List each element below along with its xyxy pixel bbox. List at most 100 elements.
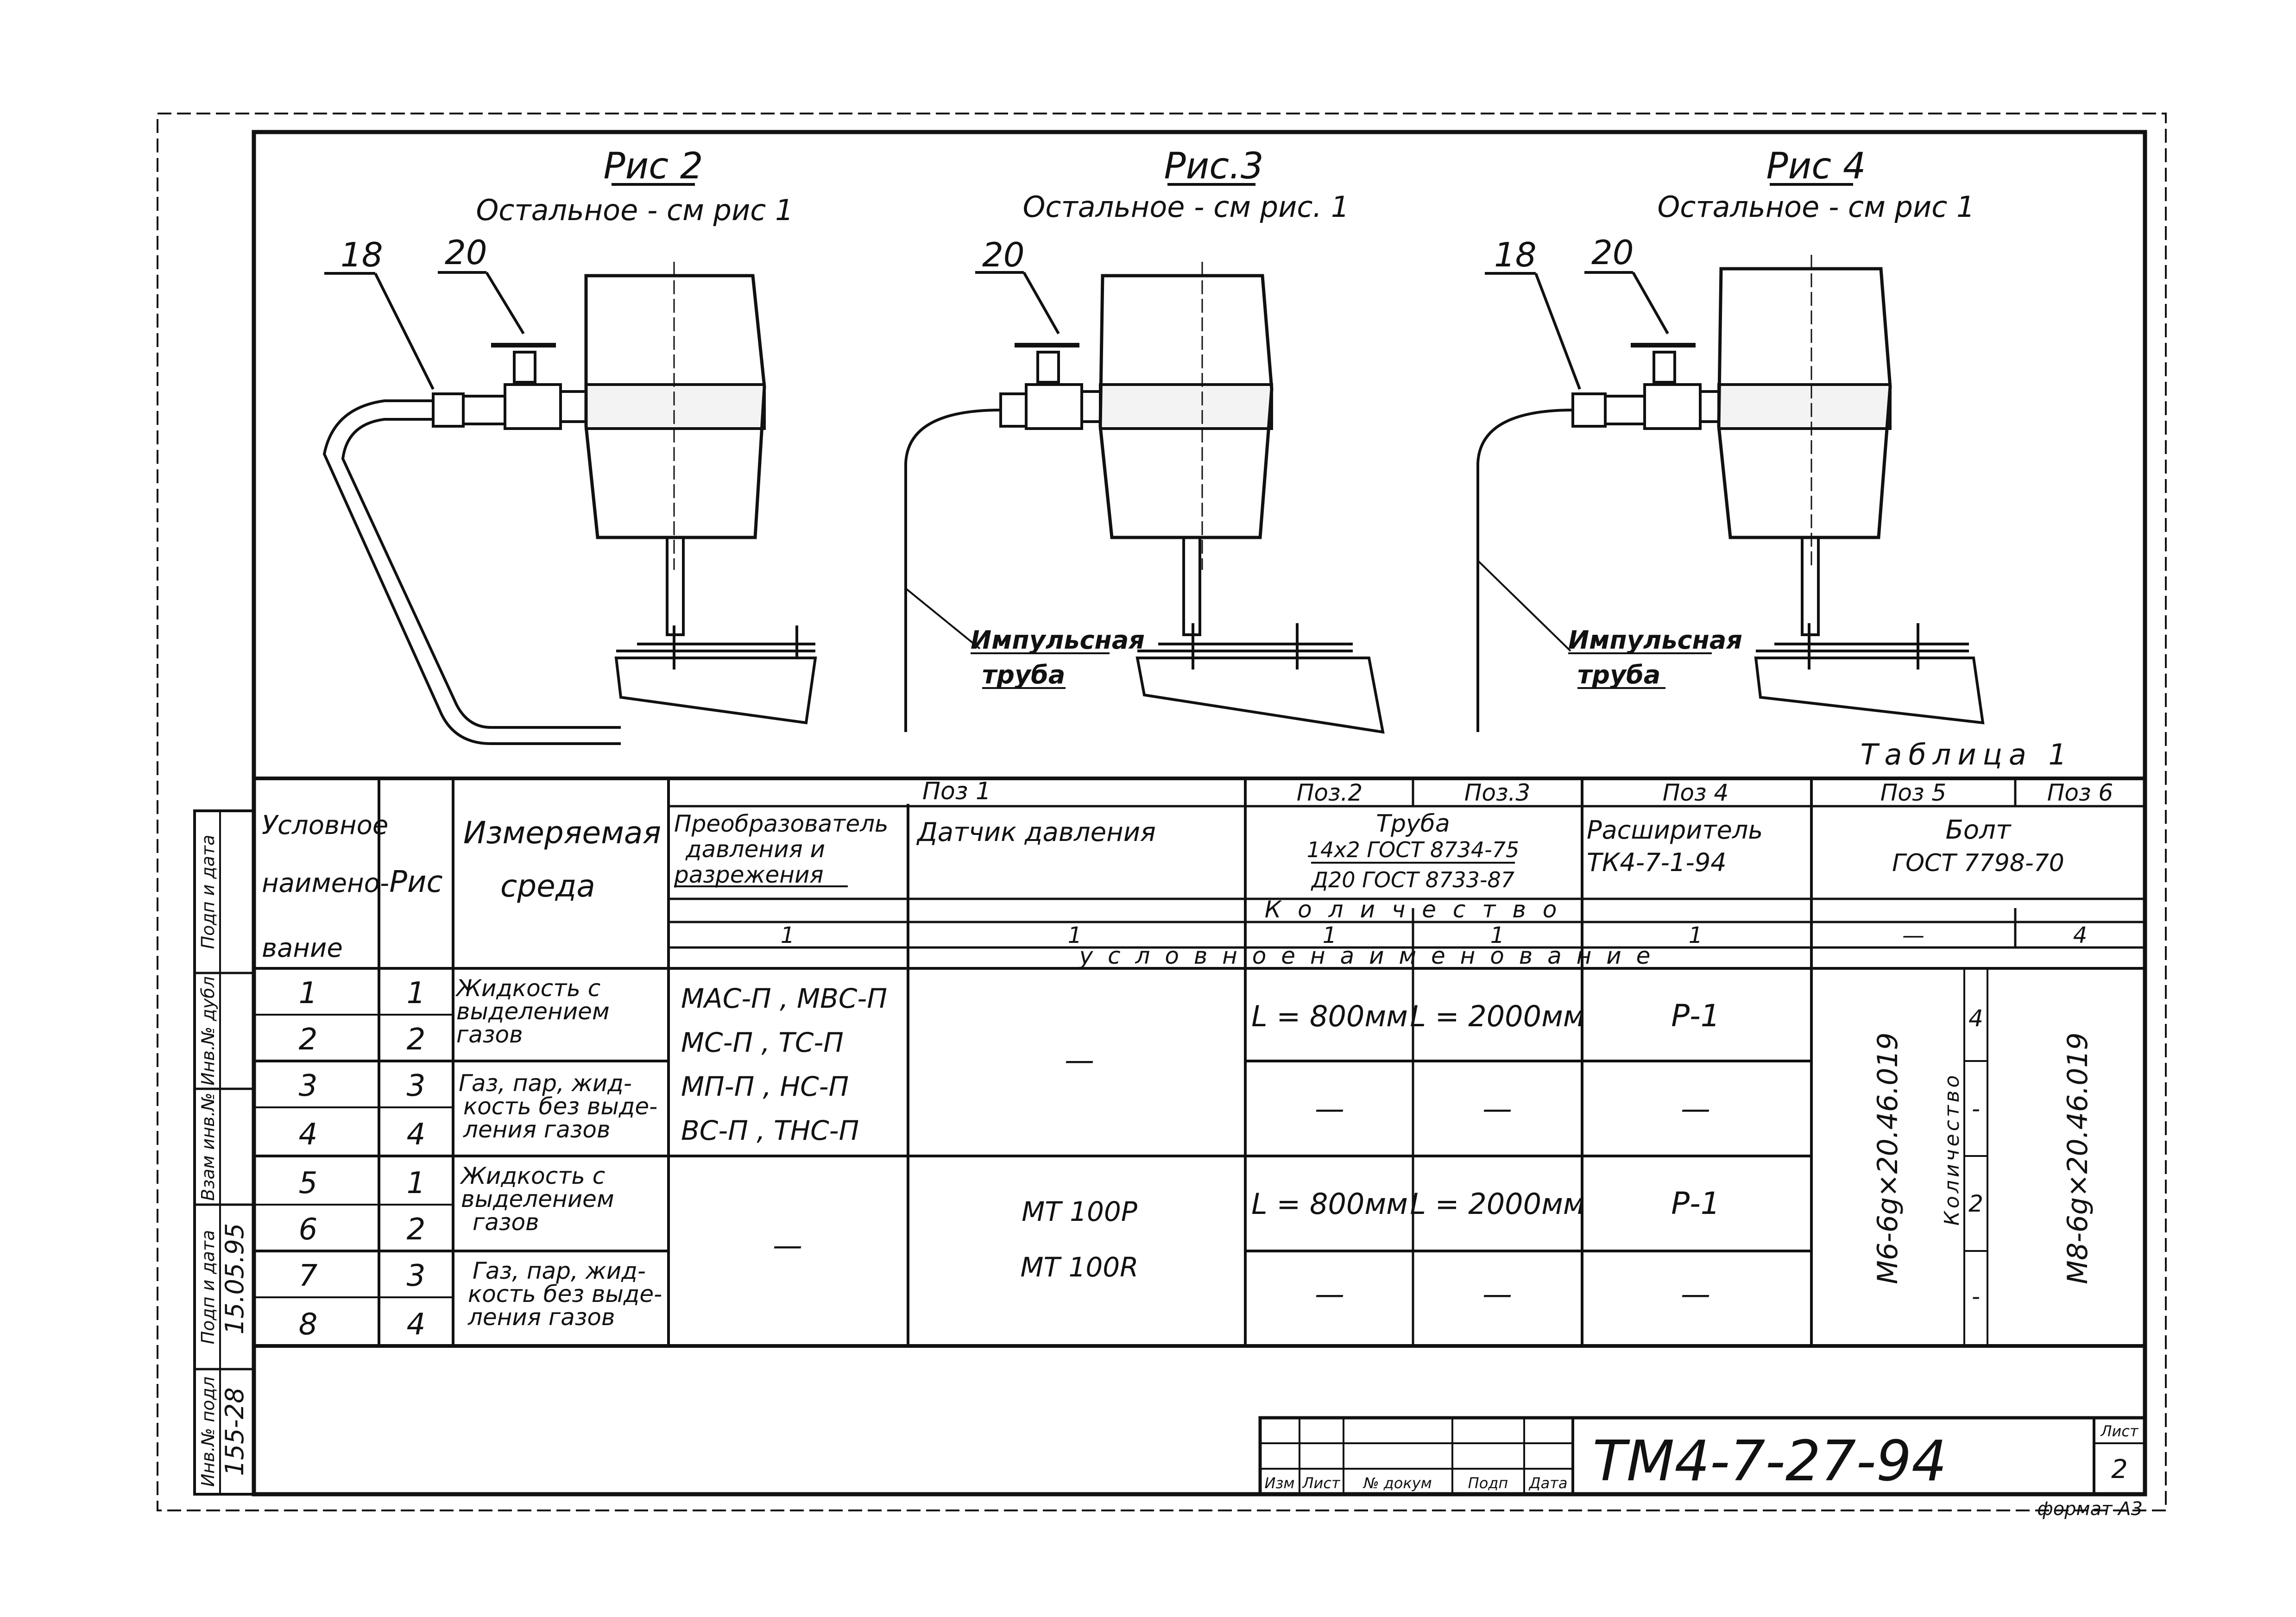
bolt-qty-4: - [1972,1283,1980,1310]
medium-a-3: газов [456,1021,523,1048]
side-stamp-labels: Подп и дата Инв.№ дубл Взам инв.№ Подп и… [198,835,249,1487]
poz3-L2000-bottom: L = 2000мм [1410,1187,1584,1221]
hdr-bolt-gost: ГОСТ 7798-70 [1892,849,2064,877]
fig2-subtitle: Остальное - см рис 1 [476,193,793,227]
row-7-ris: 3 [407,1259,426,1293]
medium-d-1: Газ, пар, жид- [473,1257,646,1284]
medium-b-1: Газ, пар, жид- [459,1070,632,1097]
row-7-n: 7 [299,1259,318,1293]
figure-2-drawing: 18 20 [322,233,817,745]
fig3-pipe-label-1: Импульсная [971,625,1145,655]
bolt-qty-1: 4 [1968,1005,1983,1032]
spec-table-grid [254,777,2145,1348]
side-inv-podl: Инв.№ подл [198,1377,218,1487]
fig3-subtitle: Остальное - см рис. 1 [1023,190,1350,224]
hdr-pipe: Труба [1376,810,1450,838]
hdr-poz2: Поз.2 [1297,779,1362,806]
side-podp-data-2: Подп и дата [198,1230,218,1345]
figure-titles: Рис 2 Остальное - см рис 1 Рис.3 Остальн… [476,145,1974,227]
row-4-n: 4 [299,1118,318,1152]
qty-poz4: 1 [1689,922,1703,948]
bolt-poz5: М6-6g×20.46.019 [1872,1032,1904,1284]
row-3-ris: 3 [407,1069,426,1103]
poz3-dash-a: — [1482,1092,1512,1126]
poz4-p1-top: Р-1 [1671,998,1720,1034]
figure-4-drawing: 18 20 Импульсная труба [1476,233,1985,732]
poz1a-device-3: МП-П , НС-П [681,1071,849,1102]
poz1a-device-1: МАС-П , МВС-П [681,983,887,1014]
medium-b-3: ления газов [463,1116,610,1143]
hdr-poz1a-2: давления и [685,836,825,863]
figure-3-drawing: 20 Импульсная труба [904,235,1385,734]
hdr-poz1: Поз 1 [922,777,991,805]
hdr-poz4: Поз 4 [1663,779,1728,806]
row-8-ris: 4 [407,1307,426,1342]
medium-a-2: выделением [456,998,610,1025]
poz3-L2000-top: L = 2000мм [1410,999,1584,1033]
poz4-dash-b: — [1681,1277,1710,1312]
fig3-callout-20: 20 [982,235,1025,274]
hdr-kolichestvo: К о л и ч е с т в о [1265,896,1562,923]
row-1-n: 1 [299,976,318,1011]
poz1a-bottom-dash: — [773,1229,802,1263]
title-block-grid [1258,1416,2147,1496]
fig4-pipe-label-1: Импульсная [1568,625,1742,655]
row-3-n: 3 [299,1069,318,1103]
tb-list: Лист [1302,1474,1340,1492]
qty-poz5: — [1902,922,1924,948]
row-5-n: 5 [299,1166,318,1200]
fig4-pipe-label-2: труба [1577,660,1660,689]
medium-c-2: выделением [461,1186,614,1213]
bolt-poz6: М8-6g×20.46.019 [2062,1032,2094,1284]
fig2-title: Рис 2 [603,145,703,187]
fig3-title: Рис.3 [1164,145,1263,187]
medium-d-3: ления газов [467,1304,615,1331]
poz1b-device-2: МТ 100R [1021,1251,1139,1283]
drawing-code: ТМ4-7-27-94 [1593,1429,1947,1494]
poz4-p1-bottom: Р-1 [1671,1186,1720,1221]
bolt-qty-2: - [1972,1095,1980,1122]
medium-b-2: кость без выде- [463,1093,657,1120]
format-label: формат А3 [2037,1498,2143,1520]
hdr-cond-name-1: Условное [262,810,388,840]
hdr-medium-1: Измеряемая [463,815,661,851]
fig2-callout-20: 20 [445,233,487,272]
row-4-ris: 4 [407,1118,426,1152]
fig4-subtitle: Остальное - см рис 1 [1657,190,1974,224]
fig3-pipe-label-2: труба [982,660,1065,689]
row-6-n: 6 [299,1213,318,1247]
hdr-uslovnoe: у с л о в н о е н а и м е н о в а н и е [1079,942,1654,969]
medium-a-1: Жидкость с [455,975,600,1002]
row-1-ris: 1 [407,976,426,1011]
table-caption: Таблица 1 [1861,738,2073,771]
qty-poz2: 1 [1323,922,1337,948]
side-stamp-column [193,809,255,1496]
hdr-poz1a-1: Преобразователь [674,810,889,837]
poz2-dash-b: — [1315,1277,1344,1312]
fig4-title: Рис 4 [1766,145,1866,187]
fig4-callout-18: 18 [1494,235,1537,274]
spec-table-body: 1 1 2 2 3 3 4 4 5 1 6 2 7 3 8 4 Жидкость… [299,975,2094,1342]
side-inv-value: 155-28 [220,1387,249,1476]
tb-sheet-number: 2 [2111,1454,2128,1484]
tb-sheet-label: Лист [2100,1422,2138,1440]
row-2-ris: 2 [407,1023,426,1057]
poz1a-device-4: ВС-П , ТНС-П [681,1115,859,1146]
title-block-text: Изм Лист № докум Подп Дата ТМ4-7-27-94 Л… [1264,1422,2143,1520]
hdr-cond-name-3: вание [262,933,343,963]
bolt-kolichestvo: Количество [1940,1073,1964,1226]
poz2-L800-top: L = 800мм [1251,999,1408,1033]
qty-poz6: 4 [2073,922,2088,948]
medium-c-3: газов [473,1209,539,1236]
tb-podp: Подп [1468,1474,1508,1492]
tb-data: Дата [1528,1474,1568,1492]
fig4-callout-20: 20 [1591,233,1634,272]
spec-table-header: Условное наимено- вание Рис Измеряемая с… [262,777,2113,969]
hdr-poz5: Поз 5 [1880,779,1946,806]
fig2-callout-18: 18 [341,235,383,274]
medium-c-1: Жидкость с [460,1162,605,1189]
hdr-poz1b: Датчик давления [916,817,1156,847]
side-date-value: 15.05.95 [220,1223,249,1334]
poz3-dash-b: — [1482,1277,1512,1312]
